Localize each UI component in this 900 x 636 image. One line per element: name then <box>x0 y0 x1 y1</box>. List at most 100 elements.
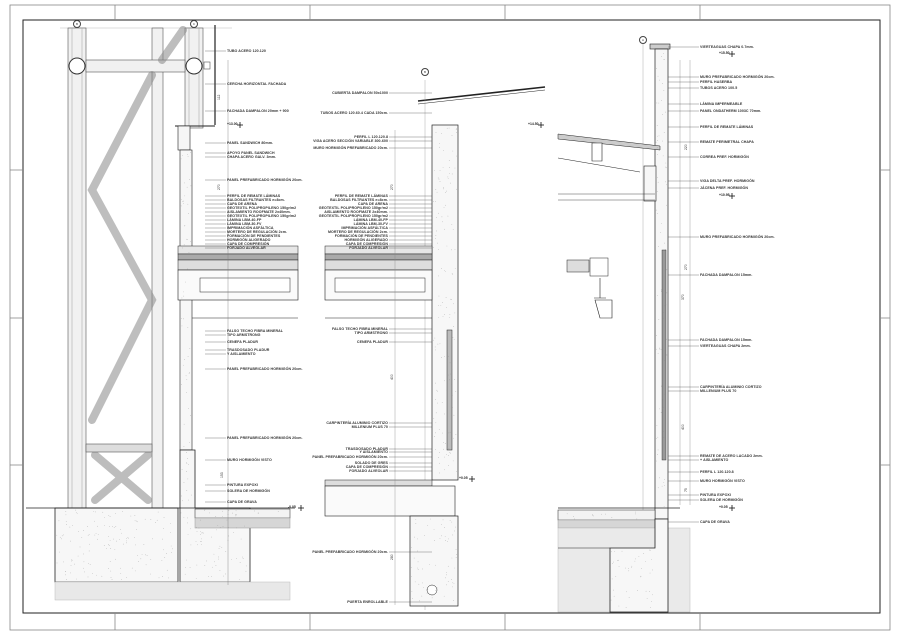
left-callout-label: MURO HORMIGÓN VISTO <box>227 458 272 462</box>
left-callout-label: Y AISLAMIENTO <box>227 352 256 356</box>
middle-callout-label: PUERTA ENROLLABLE <box>347 600 388 604</box>
middle-callout-label: FORJADO ALVEOLAR <box>349 246 388 250</box>
middle-callout-label: Y AISLAMIENTO <box>359 450 388 454</box>
right-callout-label: CORREA PREF. HORMIGÓN <box>700 155 749 159</box>
level-elevation-label: +15.50 <box>719 51 730 55</box>
dimension-label: 400 <box>681 424 685 430</box>
right-callout-label: CAPA DE GRAVA <box>700 520 730 524</box>
left-callout-label: PANEL PREFABRICADO HORMIGÓN 20cm. <box>227 436 303 440</box>
left-callout-label: FORJADO ALVEOLAR <box>227 246 266 250</box>
middle-callout-label: PANEL PREFABRICADO HORMIGÓN 20cm. <box>312 550 388 554</box>
left-callout-label: CERCHA HORIZONTAL FACHADA <box>227 82 287 86</box>
level-elevation-label: +10.95 <box>719 193 730 197</box>
right-callout-label: MURO PREFABRICADO HORMIGÓN 20cm. <box>700 235 775 239</box>
middle-callout-label: LÁMINA LBM-30-FV <box>353 222 388 226</box>
left-callout-label: CAPA DE ARENA <box>227 202 258 206</box>
left-callout-label: FALSO TECHO FIBRA MINERAL <box>227 329 284 333</box>
middle-callout-label: AISLAMIENTO ROOFMATE 2x40mm. <box>324 210 388 214</box>
left-callout-label: PANEL PREFABRICADO HORMIGÓN 20cm. <box>227 367 303 371</box>
left-callout-label: PINTURA EXPOXI <box>227 483 258 487</box>
right-callout-label: PANEL ONDATHERM 1003C 70mm. <box>700 109 762 113</box>
left-callout-label: IMPRIMACIÓN ASFÁLTICA <box>227 226 274 230</box>
middle-callout-label: GEOTEXTIL POLIPROPILENO 150gr/m2 <box>318 206 388 210</box>
left-callout-label: TRASDOSADO PLADUR <box>227 348 270 352</box>
level-elevation-label: +0.05 <box>719 505 728 509</box>
middle-callout-label: CUBIERTA DAMPALON 50x1000 <box>332 91 388 95</box>
left-callout-label: LÁMINA LBM-30-FV <box>227 222 262 226</box>
middle-callout-label: CAPA DE ARENA <box>357 202 388 206</box>
left-callout-label: BALDOSAS FILTRANTES e=8cm. <box>227 198 285 202</box>
middle-callout-label: HORMIGÓN ALIGERADO <box>344 238 388 242</box>
grid-axis-marker: B <box>421 68 429 76</box>
right-section <box>557 43 691 613</box>
middle-callout-label: FORMACIÓN DE PENDIENTES <box>334 234 388 238</box>
grid-axis-marker: B <box>73 20 81 28</box>
left-callout-label: MORTERO DE REGULACIÓN 2cm. <box>227 230 288 234</box>
left-callout-label: HORMIGÓN ALIGERADO <box>227 238 271 242</box>
right-callout-label: TUBOS ACERO 100.5 <box>700 86 738 90</box>
left-callout-label: CAPA DE GRAVA <box>227 500 257 504</box>
dimension-label: 270 <box>684 264 688 270</box>
right-callout-label: CARPINTERÍA ALUMINIO CORTIZO <box>700 385 762 389</box>
label-leader-lines <box>205 46 699 603</box>
left-callout-label: PANEL PREFABRICADO HORMIGÓN 20cm. <box>227 178 303 182</box>
left-callout-label: TUBO ACERO 120.120 <box>227 49 266 53</box>
left-callout-label: GEOTEXTIL POLIPROPILENO 150gr/m2 <box>227 206 297 210</box>
right-callout-label: PERFIL HASERBA <box>700 80 733 84</box>
level-elevation-label: +13.00 <box>227 122 238 126</box>
steel-truss <box>60 26 232 509</box>
middle-callout-label: CAPA DE COMPRESIÓN <box>345 242 388 246</box>
right-callout-label: VIGA DELTA PREF. HORMIGÓN <box>700 179 755 183</box>
middle-callout-label: SOLADO DE GRES <box>354 461 388 465</box>
left-callout-label: LÁMINA LBM-40-FP <box>227 218 262 222</box>
middle-callout-label: FORJADO ALVEOLAR <box>349 469 388 473</box>
middle-callout-label: VIGA ACERO SECCIÓN VARIABLE 300-600 <box>313 139 388 143</box>
left-callout-label: PANEL SANDWICH 80mm. <box>227 141 273 145</box>
left-callout-label: TIPO ARMSTRONG <box>227 333 261 337</box>
right-callout-label: SOLERA DE HORMIGÓN <box>700 498 743 502</box>
left-callout-label: CENEFA PLADUR <box>227 340 259 344</box>
dimension-label: 270 <box>217 184 221 190</box>
sheet-frame <box>9 4 891 631</box>
right-callout-label: PERFIL L 120.120.8 <box>700 470 734 474</box>
left-callout-label: GEOTEXTIL POLIPROPILENO 150gr/m2 <box>227 214 297 218</box>
right-callout-label: MILLENIUM PLUS 70 <box>700 389 737 393</box>
middle-callout-label: TRASDOSADO PLADUR <box>345 447 388 451</box>
right-callout-label: REMATE PERIMETRAL CHAPA <box>700 140 754 144</box>
middle-callout-label: MURO HORMIGÓN PREFABRICADO 20cm. <box>313 146 388 150</box>
middle-callout-label: MILLENIUM PLUS 70 <box>351 425 388 429</box>
level-elevation-label: -0.05 <box>288 505 296 509</box>
dimension-label: 75 <box>684 488 688 492</box>
right-callout-label: JÁCENA PREF. HORMIGÓN <box>700 186 749 190</box>
middle-callout-label: PERFIL DE REMATE LÁMINAS <box>334 194 388 198</box>
right-callout-label: FACHADA DAMPALON 15mm. <box>700 273 753 277</box>
left-facade <box>26 25 299 601</box>
dimension-label: 400 <box>390 374 394 380</box>
right-callout-label: MURO PREFABRICADO HORMIGÓN 20cm. <box>700 75 775 79</box>
right-callout-label: VIERTEAGUAS CHAPA 0.7mm. <box>700 45 754 49</box>
grid-axis-marker: A <box>639 36 647 44</box>
dimension-label: 270 <box>390 184 394 190</box>
right-callout-label: REMATE DE ACERO LACADO 2mm. <box>700 454 763 458</box>
left-callout-label: SOLERA DE HORMIGÓN <box>227 489 270 493</box>
level-elevation-label: +14.50 <box>528 122 539 126</box>
left-callout-label: APOYO PANEL SANDWICH <box>227 151 275 155</box>
level-markers <box>237 51 735 511</box>
middle-callout-label: TIPO ARMSTRONG <box>354 331 388 335</box>
middle-callout-label: GEOTEXTIL POLIPROPILENO 150gr/m2 <box>318 214 388 218</box>
left-callout-label: CAPA DE COMPRESIÓN <box>227 242 270 246</box>
right-callout-label: VIERTEAGUAS CHAPA 2mm. <box>700 344 751 348</box>
left-callout-label: AISLAMIENTO ROOFMATE 2x40mm. <box>227 210 291 214</box>
middle-callout-label: CAPA DE COMPRESIÓN <box>345 465 388 469</box>
left-callout-label: FACHADA DAMPALON 20mm + 900 <box>227 109 289 113</box>
grid-axis-marker: C <box>190 20 198 28</box>
concrete-dots <box>56 53 668 608</box>
level-elevation-label: +0.05 <box>459 476 468 480</box>
dimension-label: 153 <box>220 472 224 478</box>
dimension-label: 220 <box>684 144 688 150</box>
dimension-label: 280 <box>390 554 394 560</box>
middle-callout-label: PERFIL L 120.120.8 <box>354 135 388 139</box>
middle-callout-label: CARPINTERÍA ALUMINIO CORTIZO <box>326 421 388 425</box>
